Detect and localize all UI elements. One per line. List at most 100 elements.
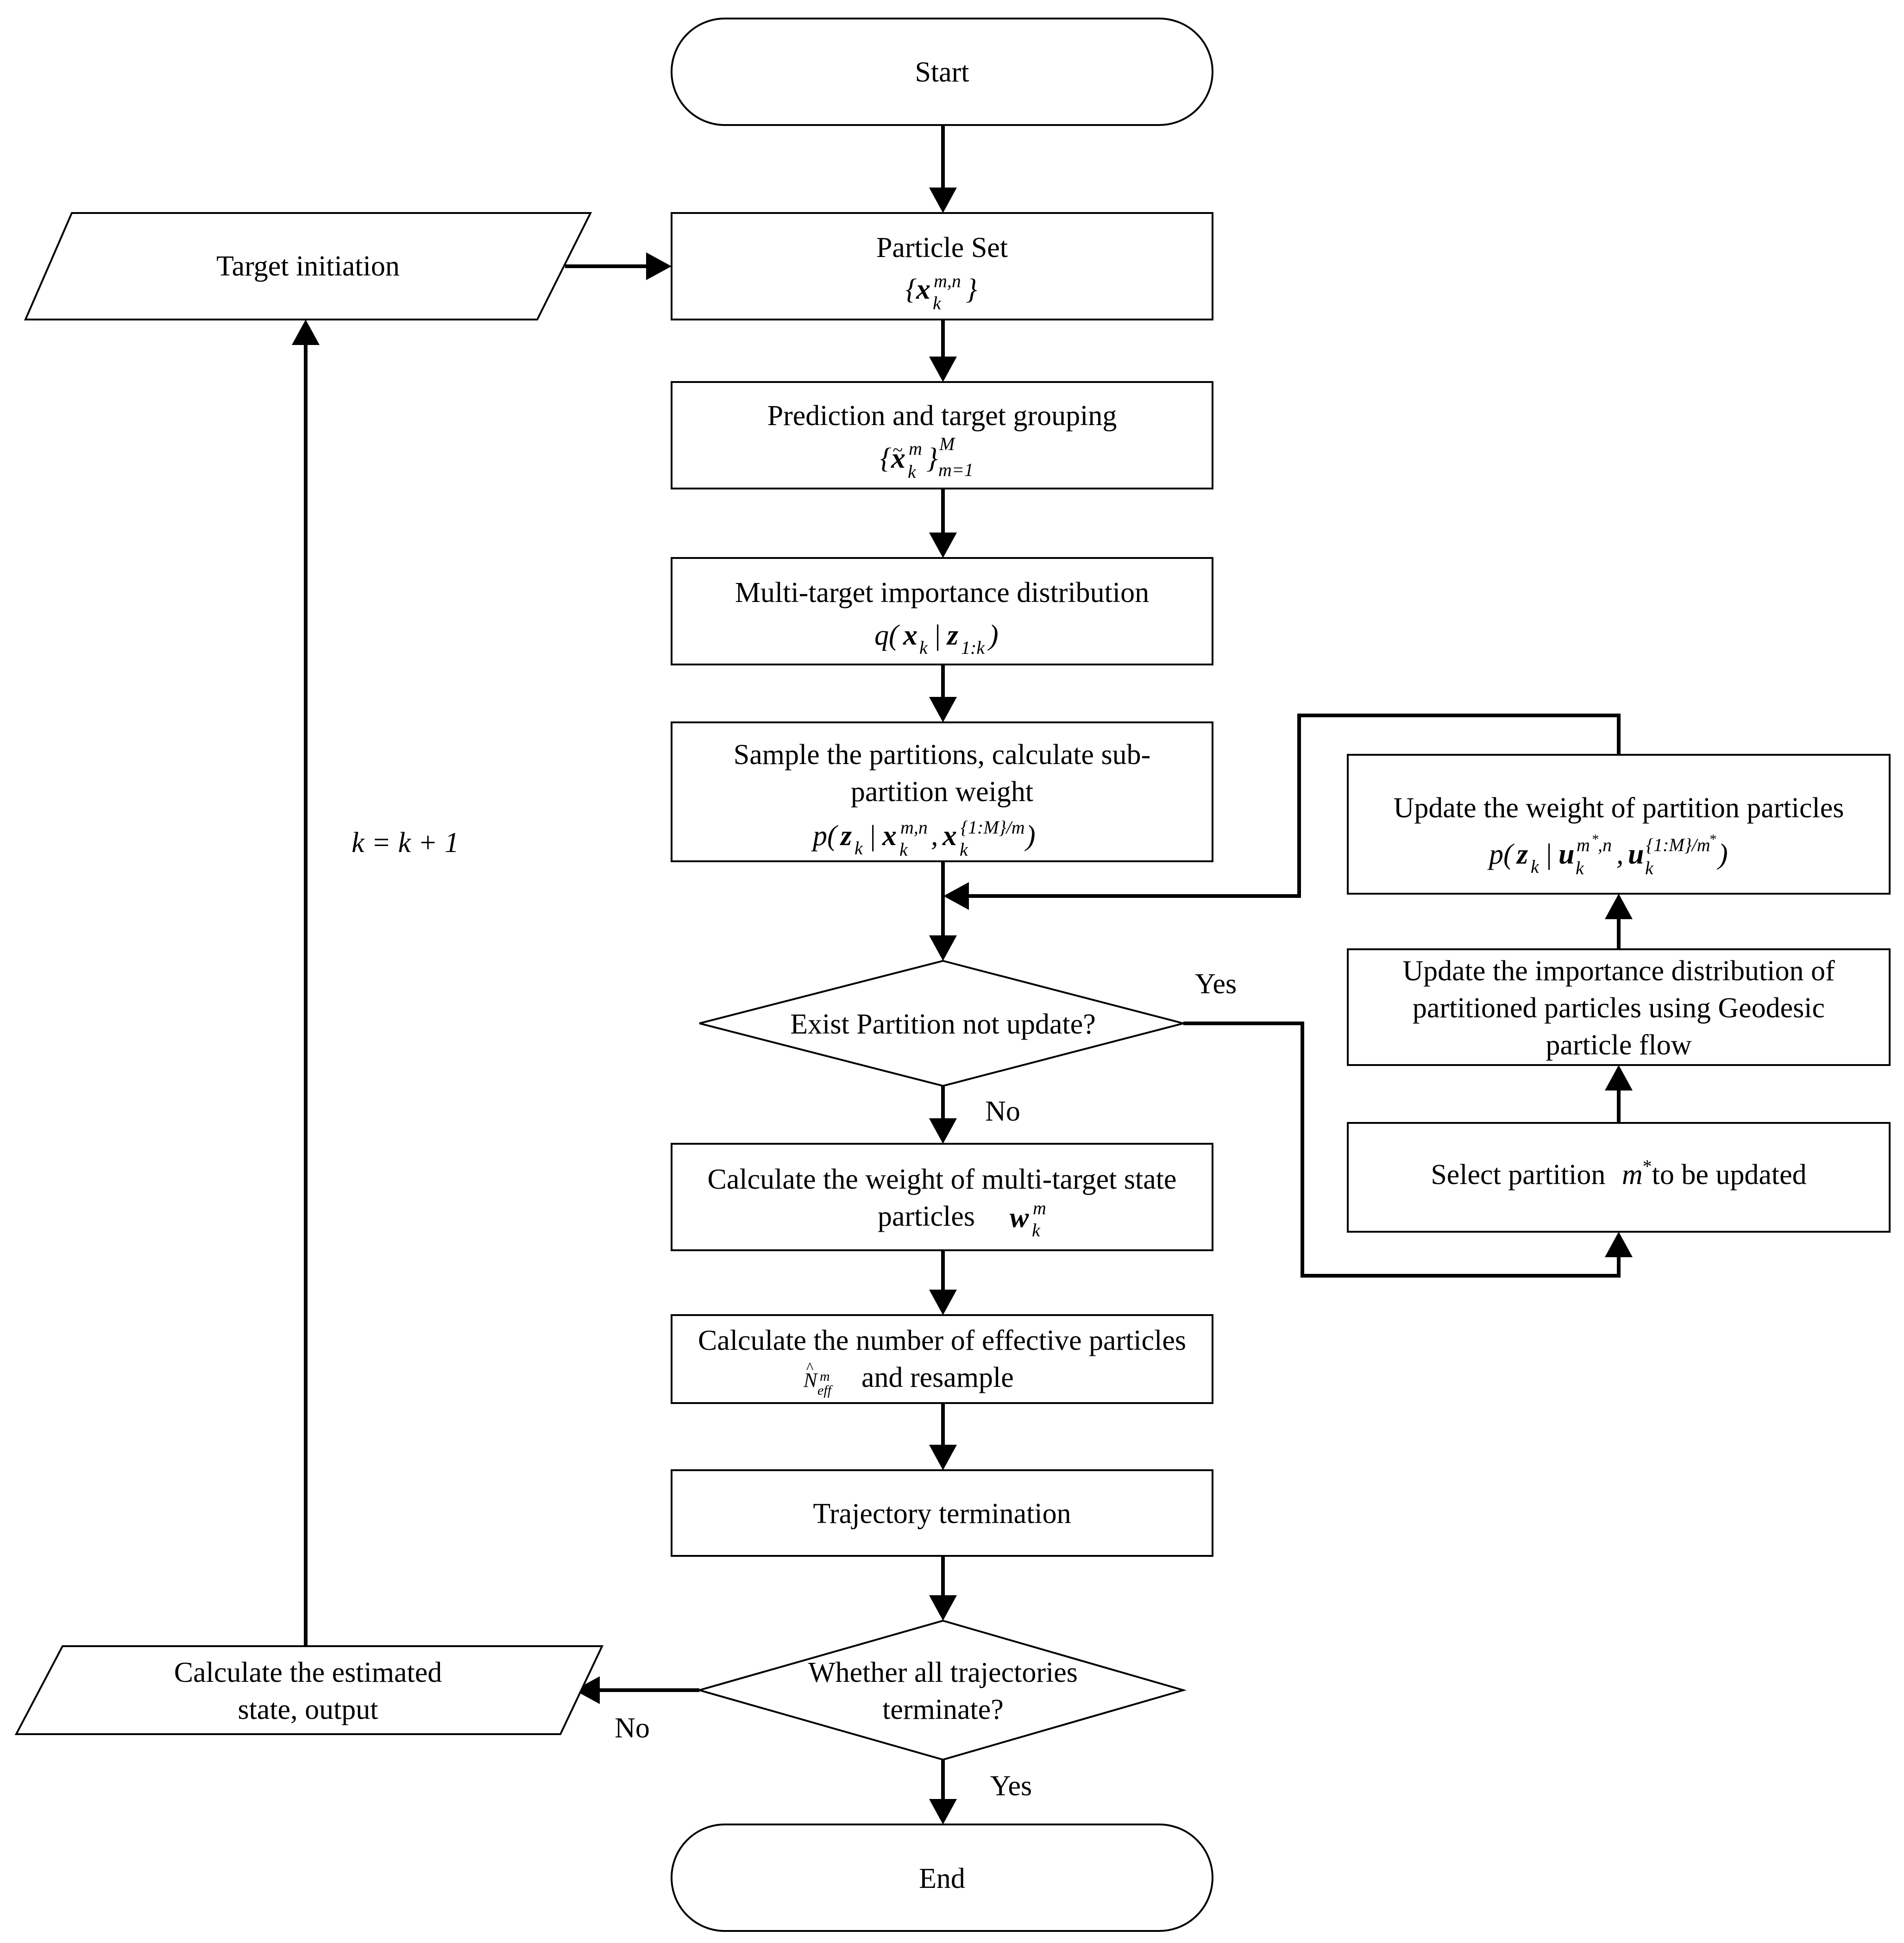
svg-text:p(: p(	[1487, 839, 1514, 870]
svg-text:M: M	[939, 433, 956, 454]
select-partition-line2: to be updated	[1652, 1159, 1807, 1191]
exist-no-label: No	[985, 1096, 1020, 1127]
svg-text:1:k: 1:k	[961, 637, 985, 658]
trajectory-termination-node: Trajectory termination	[671, 1469, 1213, 1557]
svg-text:*: *	[1709, 832, 1716, 847]
importance-title: Multi-target importance distribution	[735, 577, 1149, 608]
svg-text:|: |	[868, 820, 876, 852]
sample-line1: Sample the partitions, calculate sub-	[734, 739, 1150, 771]
select-partition-line1: Select partition	[1431, 1159, 1605, 1191]
svg-text:{: {	[905, 274, 917, 305]
svg-text:{: {	[880, 443, 892, 474]
update-weight-title: Update the weight of partition particles	[1394, 792, 1844, 824]
svg-text:~: ~	[892, 439, 903, 460]
calc-weight-node: Calculate the weight of multi-target sta…	[671, 1143, 1213, 1251]
svg-text:m: m	[1033, 1197, 1046, 1218]
select-partition-text: Select partition m*to be updated	[1431, 1156, 1806, 1191]
svg-text:,n: ,n	[1598, 834, 1612, 855]
whether-all-no-label: No	[615, 1712, 650, 1744]
calc-weight-line1: Calculate the weight of multi-target sta…	[708, 1164, 1177, 1195]
svg-text:): )	[1024, 820, 1036, 852]
update-weight-formula: p( z k | u k m * ,n , u k {1:M}/m * )	[1487, 832, 1728, 878]
calc-weight-formula: w k m	[1010, 1197, 1046, 1241]
target-initiation-node: Target initiation	[24, 212, 592, 320]
loop-label: k = k + 1	[352, 827, 459, 859]
update-importance-node: Update the importance distribution of pa…	[1347, 948, 1891, 1066]
svg-text:m=1: m=1	[938, 459, 974, 480]
svg-text:x: x	[903, 620, 917, 651]
effective-line2: and resample	[861, 1362, 1014, 1393]
svg-text:|: |	[1545, 839, 1552, 870]
particle-set-title: Particle Set	[876, 232, 1008, 263]
svg-text:w: w	[1010, 1202, 1029, 1234]
estimated-state-line1: Calculate the estimated	[174, 1657, 442, 1688]
update-weight-node: Update the weight of partition particles…	[1347, 754, 1891, 895]
target-initiation-label: Target initiation	[216, 251, 400, 282]
effective-line1: Calculate the number of effective partic…	[698, 1325, 1186, 1356]
svg-text:x: x	[942, 820, 957, 852]
svg-text:m,n: m,n	[900, 817, 928, 838]
svg-text:k: k	[1531, 856, 1540, 877]
particle-set-node: Particle Set { x k m,n }	[671, 212, 1213, 320]
sample-line2: partition weight	[851, 776, 1033, 808]
svg-text:p(: p(	[811, 820, 838, 852]
svg-text:m: m	[820, 1369, 830, 1384]
svg-text:z: z	[1516, 839, 1528, 870]
svg-text:k: k	[899, 839, 908, 860]
svg-text:{1:M}/m: {1:M}/m	[1646, 834, 1710, 855]
svg-text:m: m	[909, 438, 922, 459]
svg-text:}: }	[966, 274, 977, 305]
svg-text:*: *	[1591, 832, 1598, 847]
whether-all-decision: Whether all trajectories terminate?	[696, 1619, 1187, 1761]
svg-text:,: ,	[1616, 839, 1624, 870]
importance-node: Multi-target importance distribution q( …	[671, 557, 1213, 665]
svg-text:k: k	[933, 293, 942, 313]
start-label: Start	[915, 56, 969, 88]
exist-partition-decision: Exist Partition not update?	[699, 959, 1187, 1087]
svg-text:k: k	[1645, 858, 1654, 878]
exist-yes-label: Yes	[1195, 968, 1237, 1000]
svg-text:N: N	[803, 1369, 818, 1391]
importance-formula: q( x k | z 1:k )	[874, 620, 999, 658]
effective-node: Calculate the number of effective partic…	[671, 1314, 1213, 1404]
prediction-node: Prediction and target grouping { x ~ k m…	[671, 381, 1213, 489]
svg-text:): )	[1717, 839, 1728, 870]
svg-text:k: k	[1576, 858, 1584, 878]
svg-text:|: |	[933, 620, 941, 651]
svg-text:^: ^	[806, 1360, 814, 1377]
svg-text:eff: eff	[817, 1383, 833, 1398]
update-importance-line1: Update the importance distribution of	[1402, 955, 1835, 987]
svg-text:z: z	[840, 820, 852, 852]
svg-text:k: k	[960, 839, 968, 860]
whether-all-line1: Whether all trajectories	[808, 1657, 1078, 1688]
effective-formula: N ^ m eff	[803, 1360, 833, 1398]
sample-node: Sample the partitions, calculate sub- pa…	[671, 721, 1213, 862]
update-importance-line2: partitioned particles using Geodesic	[1413, 992, 1825, 1024]
svg-text:q(: q(	[874, 620, 900, 651]
sample-formula: p( z k | x k m,n , x k {1:M}/m )	[811, 817, 1036, 860]
svg-text:x: x	[891, 443, 905, 474]
particle-set-formula: { x k m,n }	[905, 270, 977, 313]
prediction-title: Prediction and target grouping	[767, 400, 1117, 432]
svg-text:x: x	[916, 274, 930, 305]
whether-all-line2: terminate?	[882, 1694, 1004, 1725]
svg-text:u: u	[1558, 839, 1574, 870]
start-node: Start	[671, 18, 1213, 126]
whether-all-yes-label: Yes	[990, 1770, 1032, 1802]
svg-text:k: k	[1032, 1220, 1041, 1241]
update-importance-line3: particle flow	[1546, 1029, 1691, 1061]
svg-text:m: m	[1577, 834, 1590, 855]
exist-partition-label: Exist Partition not update?	[790, 1009, 1096, 1040]
connectors	[292, 125, 1633, 1824]
select-partition-node: Select partition m*to be updated	[1347, 1122, 1891, 1233]
svg-text:u: u	[1628, 839, 1644, 870]
svg-text:x: x	[882, 820, 897, 852]
svg-text:k: k	[908, 461, 917, 482]
trajectory-termination-label: Trajectory termination	[813, 1498, 1071, 1529]
svg-text:}: }	[926, 443, 938, 474]
prediction-formula: { x ~ k m } M m=1	[880, 433, 974, 482]
calc-weight-line2: particles	[878, 1201, 975, 1232]
svg-text:,: ,	[931, 820, 938, 852]
svg-text:k: k	[855, 838, 863, 859]
svg-text:): )	[987, 620, 999, 651]
